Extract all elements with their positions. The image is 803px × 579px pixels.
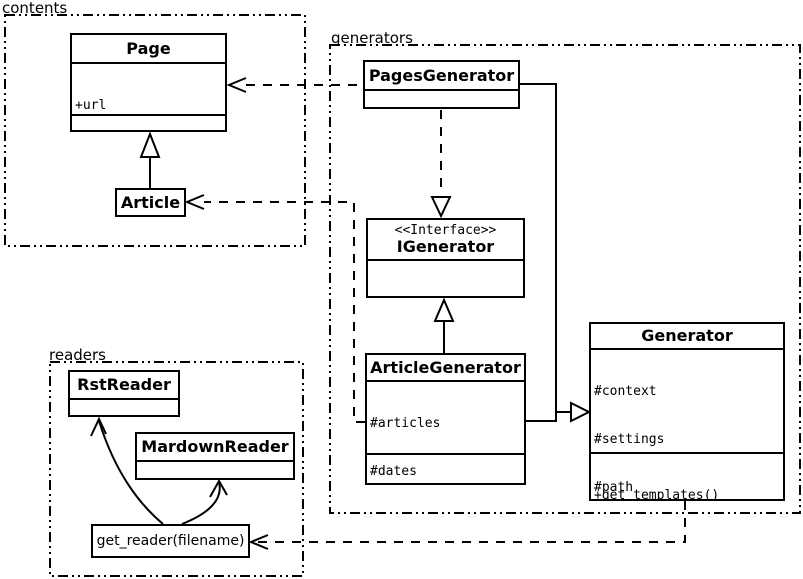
readers-package-label: readers <box>49 346 106 364</box>
contents-package-border <box>4 14 306 247</box>
generators-package-label: generators <box>331 29 413 47</box>
mardownreader-class: MardownReader +read() <box>135 432 295 480</box>
class-methods: +get_templates() +get_files(path,exclude… <box>591 452 783 499</box>
class-title: Generator <box>591 324 783 350</box>
articlegenerator-to-igenerator-generalization <box>433 297 455 353</box>
pagesgenerator-class: PagesGenerator #pages <box>363 60 520 109</box>
open-arrowhead-icon <box>90 416 107 437</box>
contents-package-label: contents <box>2 0 68 17</box>
generators-package-border <box>329 44 801 514</box>
class-title: MardownReader <box>137 434 293 462</box>
open-arrowhead-icon <box>248 534 269 550</box>
interface-stereotype: <<Interface>> <box>394 223 497 238</box>
generator-class: Generator #context #settings #path #them… <box>589 322 785 501</box>
hollow-triangle-icon <box>430 196 452 219</box>
open-arrowhead-icon <box>209 478 228 498</box>
hollow-triangle-icon <box>570 401 592 423</box>
class-methods: +generate_context() +generate_output() <box>368 261 523 296</box>
class-title: ArticleGenerator <box>367 355 524 382</box>
class-title: <<Interface>> IGenerator <box>368 220 523 261</box>
hollow-triangle-icon <box>139 131 161 158</box>
class-attributes: #articles #dates #tags #categories <box>370 416 441 479</box>
class-title: Article <box>120 192 181 212</box>
readers-package-border <box>49 361 304 577</box>
class-attributes: #context #settings #path #theme #output_… <box>594 384 665 495</box>
article-class: Article <box>115 188 186 217</box>
open-arrowhead-icon <box>184 194 205 210</box>
articlegenerator-to-article-dependency <box>184 194 365 423</box>
rstreader-class: RstReader +read() <box>68 370 180 417</box>
class-attributes: #pages <box>365 91 518 107</box>
getreader-label: get_reader(filename) <box>96 533 245 549</box>
generator-to-getreader-dependency <box>248 501 686 550</box>
getreader-box: get_reader(filename) <box>91 524 250 558</box>
class-title: RstReader <box>70 372 178 400</box>
pagesgenerator-to-igenerator-realization <box>430 110 452 219</box>
class-attributes: +url +slug +summary <box>75 98 107 113</box>
class-methods: +generate_feeds() +generate_pages() <box>367 453 524 483</box>
igenerator-interface: <<Interface>> IGenerator +generate_conte… <box>366 218 525 298</box>
article-to-page-generalization <box>139 131 161 188</box>
class-title: Page <box>72 35 225 64</box>
class-title: PagesGenerator <box>365 62 518 91</box>
page-class: Page +url +slug +summary +check_properti… <box>70 33 227 132</box>
pagesgenerator-to-page-dependency <box>226 77 363 93</box>
class-methods: +check_properties() <box>72 114 225 130</box>
class-methods: +read() <box>137 462 293 478</box>
open-arrowhead-icon <box>226 77 247 93</box>
class-methods: +read() <box>70 400 178 415</box>
getreader-to-rstreader-arrow <box>90 416 164 525</box>
generators-to-generator-generalization <box>519 83 592 423</box>
getreader-to-mardownreader-arrow <box>181 478 228 525</box>
articlegenerator-class: ArticleGenerator #articles #dates #tags … <box>365 353 526 485</box>
hollow-triangle-icon <box>433 297 455 322</box>
